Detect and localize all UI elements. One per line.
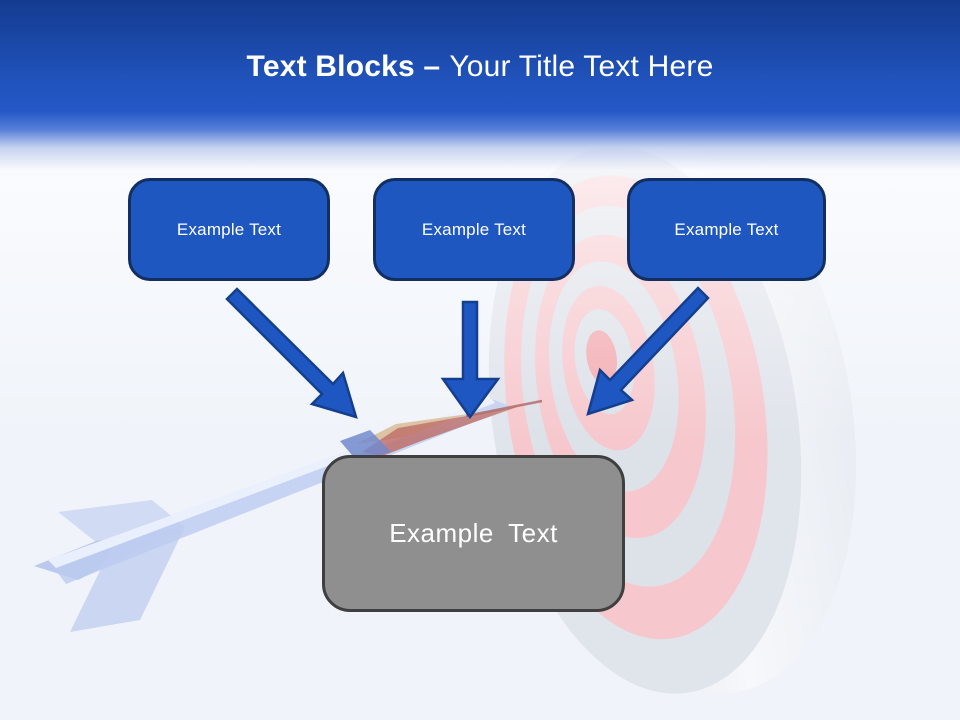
result-block-label: Example Text bbox=[389, 518, 558, 548]
arrow-down-left-icon[interactable] bbox=[586, 286, 710, 416]
text-block-2[interactable]: Example Text bbox=[373, 178, 575, 281]
slide-title[interactable]: Text Blocks –Your Title Text Here bbox=[0, 50, 960, 84]
arrow-down-icon[interactable] bbox=[440, 300, 501, 420]
text-block-2-label: Example Text bbox=[421, 219, 527, 239]
text-block-1-label: Example Text bbox=[176, 219, 282, 239]
text-block-3-label: Example Text bbox=[674, 219, 779, 239]
text-block-3[interactable]: Example Text bbox=[627, 178, 826, 281]
result-block[interactable]: Example Text bbox=[322, 455, 625, 612]
title-bold-text: Text Blocks – bbox=[246, 50, 441, 83]
arrow-down-right-icon[interactable] bbox=[225, 287, 358, 419]
title-regular-text: Your Title Text Here bbox=[449, 50, 714, 83]
title-bar: Text Blocks –Your Title Text Here bbox=[0, 0, 960, 185]
text-block-1[interactable]: Example Text bbox=[128, 178, 330, 281]
